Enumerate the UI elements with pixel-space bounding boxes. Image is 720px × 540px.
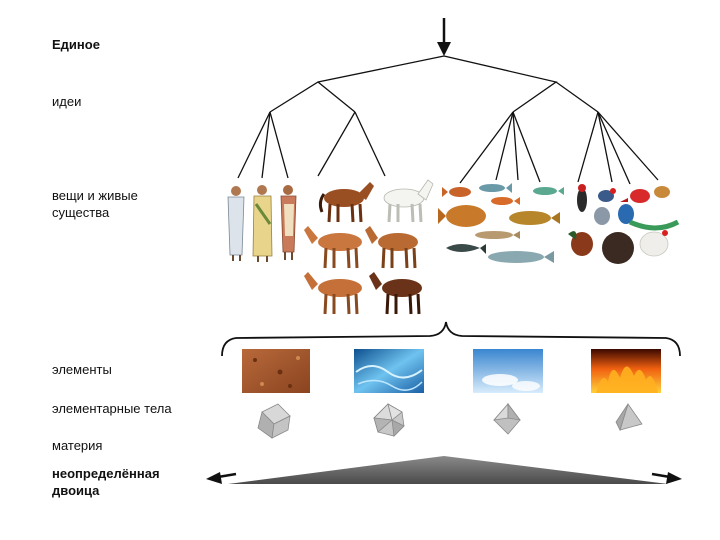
birds <box>568 184 680 264</box>
top-arrow <box>437 18 451 56</box>
solid-octahedron <box>492 402 521 435</box>
solid-icosahedron <box>373 403 405 437</box>
solid-cube <box>257 403 291 439</box>
solids-row <box>257 402 643 439</box>
label-bodies: элементарные тела <box>52 401 172 416</box>
element-air <box>473 349 543 393</box>
dyad-triangle <box>228 456 668 484</box>
horses <box>304 179 434 315</box>
fish <box>438 183 564 263</box>
label-elements: элементы <box>52 362 112 377</box>
people-figures <box>227 185 297 262</box>
elements-row <box>242 349 661 393</box>
label-one: Единое <box>52 37 100 52</box>
right-arrow <box>651 472 682 484</box>
label-matter: материя <box>52 438 103 453</box>
label-dyad: неопределённая двоица <box>52 466 160 498</box>
element-water <box>354 349 424 393</box>
element-fire <box>591 349 661 393</box>
label-ideas: идеи <box>52 94 82 109</box>
hierarchy-lines <box>237 55 659 185</box>
left-arrow <box>206 472 237 484</box>
curly-brace <box>221 321 681 357</box>
element-earth <box>242 349 310 393</box>
solid-tetrahedron <box>615 403 643 432</box>
label-things: вещи и живые существа <box>52 188 138 220</box>
